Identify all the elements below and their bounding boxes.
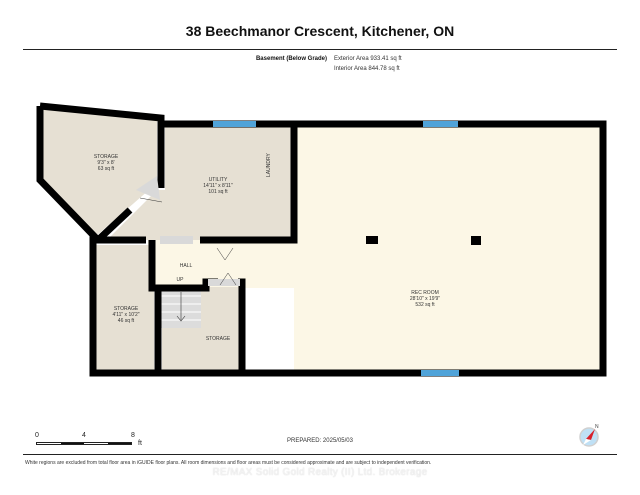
window-south-rec xyxy=(421,370,459,376)
brokerage-watermark: RE/MAX Solid Gold Realty (II) Ltd. Broke… xyxy=(212,467,428,478)
column xyxy=(471,236,481,245)
room-label-utility: UTILITY 14'11" x 8'11" 101 sq ft xyxy=(203,177,233,195)
interior-area: Interior Area 844.78 sq ft xyxy=(334,66,400,72)
scale-tick-8: 8 xyxy=(131,432,135,439)
svg-text:N: N xyxy=(595,424,599,430)
scale-bar xyxy=(36,442,132,445)
window-north-rec xyxy=(423,121,458,127)
storage-room-2 xyxy=(96,245,154,371)
column xyxy=(366,236,378,244)
page-title: 38 Beechmanor Crescent, Kitchener, ON xyxy=(185,23,455,39)
door-storage-3 xyxy=(208,279,240,286)
room-label-storage-3: STORAGE xyxy=(205,336,231,342)
scale-tick-4: 4 xyxy=(82,432,86,439)
disclaimer-text: White regions are excluded from total fl… xyxy=(25,460,432,466)
exterior-area: Exterior Area 933.41 sq ft xyxy=(334,56,402,62)
room-label-storage-1: STORAGE 9'3" x 8' 63 sq ft xyxy=(93,154,119,172)
door-utility-hall xyxy=(160,236,193,244)
room-label-rec-room: REC ROOM 28'10" x 19'9" 532 sq ft xyxy=(409,290,441,308)
window-utility xyxy=(213,121,256,127)
scale-tick-0: 0 xyxy=(35,432,39,439)
compass-icon: N xyxy=(579,424,599,447)
footer-divider xyxy=(23,454,617,455)
room-label-hall: HALL xyxy=(179,263,193,269)
room-label-storage-2: STORAGE 4'11" x 10'2" 46 sq ft xyxy=(112,306,140,324)
door-storage-1 xyxy=(136,176,160,200)
prepared-date: PREPARED: 2025/05/03 xyxy=(287,438,353,444)
scale-unit: ft xyxy=(138,440,142,447)
header-divider xyxy=(23,49,617,50)
rec-room xyxy=(294,124,601,371)
utility-room xyxy=(107,124,292,240)
level-label: Basement (Below Grade) xyxy=(255,56,327,62)
laundry-label: LAUNDRY xyxy=(266,153,272,177)
stairs-up-label: UP xyxy=(176,277,184,283)
storage-room-1 xyxy=(42,108,157,236)
